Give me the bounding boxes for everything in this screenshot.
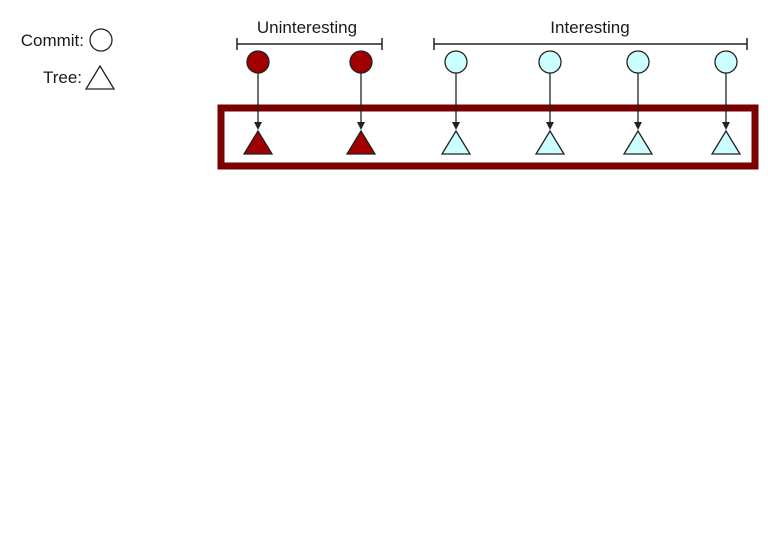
- uninteresting-tree-node: [242, 129, 274, 155]
- interesting-label: Interesting: [550, 18, 629, 37]
- interesting-commit-node: [538, 50, 562, 74]
- interesting-tree-node: [622, 129, 654, 155]
- interesting-tree-node: [710, 129, 742, 155]
- uninteresting-commit-node: [349, 50, 373, 74]
- interesting-tree-node: [534, 129, 566, 155]
- interesting-commit-node: [444, 50, 468, 74]
- interesting-commit-node: [714, 50, 738, 74]
- legend-commit-label: Commit:: [21, 31, 84, 50]
- legend-commit-icon: [89, 28, 113, 52]
- commit-nodes: [242, 50, 742, 155]
- legend: Commit: Tree:: [21, 28, 116, 90]
- interesting-commit-node: [626, 50, 650, 74]
- interesting-tree-node: [440, 129, 472, 155]
- interesting-group: Interesting: [433, 18, 748, 50]
- legend-tree-label: Tree:: [43, 68, 82, 87]
- uninteresting-tree-node: [345, 129, 377, 155]
- uninteresting-label: Uninteresting: [257, 18, 357, 37]
- uninteresting-commit-node: [246, 50, 270, 74]
- legend-tree-icon: [84, 64, 116, 90]
- uninteresting-group: Uninteresting: [236, 18, 383, 50]
- trees-highlight-box: [217, 104, 759, 170]
